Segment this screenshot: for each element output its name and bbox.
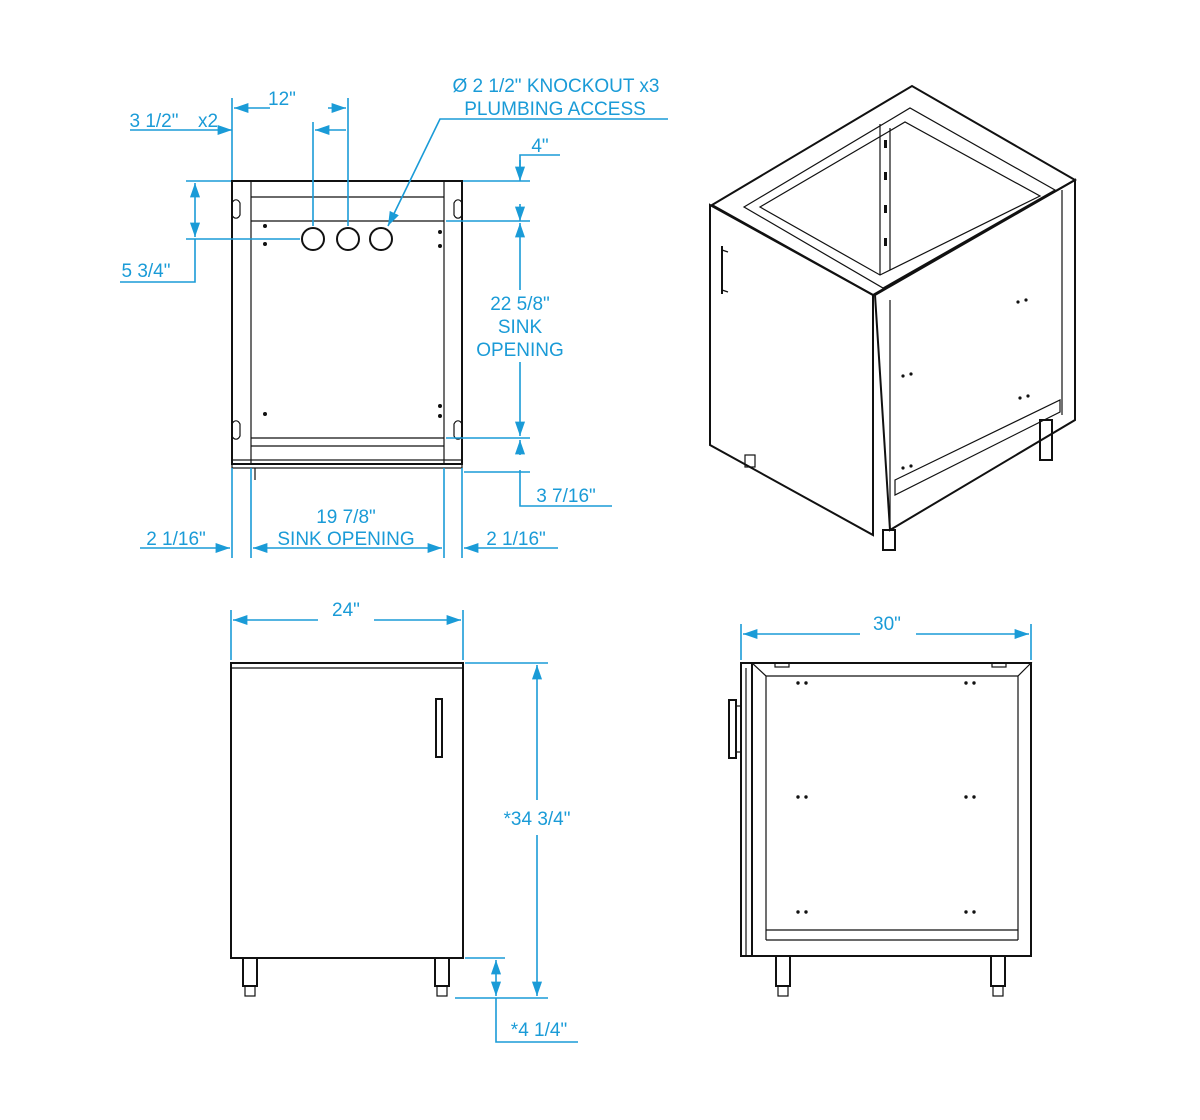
top-view-outline	[231, 180, 463, 465]
dim-label-30: 30"	[873, 614, 901, 635]
knockout-label: Ø 2 1/2" KNOCKOUT x3	[452, 76, 659, 97]
dim-label-19-7-8: 19 7/8"	[316, 507, 376, 528]
front-leg-left	[242, 957, 258, 987]
dim-label-34-3-4: *34 3/4"	[504, 809, 571, 830]
front-handle	[435, 698, 443, 758]
side-handle	[728, 699, 737, 759]
dim-label-4: 4"	[531, 136, 548, 157]
dim-label-sink-opening: SINK OPENING	[277, 529, 414, 550]
dim-label-left-margin: 2 1/16"	[146, 529, 206, 550]
dim-label-5-75: 5 3/4"	[121, 261, 170, 282]
side-leg-right	[990, 955, 1006, 987]
side-view	[728, 662, 1033, 997]
dim-label-4-1-4: *4 1/4"	[511, 1020, 567, 1041]
isometric-view	[709, 84, 1078, 551]
dim-label-opening: OPENING	[476, 340, 564, 361]
iso-door-panel	[709, 203, 874, 537]
knockout-hole-2	[336, 227, 360, 251]
front-view	[230, 662, 464, 997]
side-leg-left	[775, 955, 791, 987]
side-view-labels: 30"	[860, 614, 916, 636]
knockout-hole-1	[301, 227, 325, 251]
front-view-labels: 24" *34 3/4" *4 1/4"	[318, 600, 570, 1041]
knockout-hole-3	[369, 227, 393, 251]
side-view-body	[740, 662, 1032, 957]
dim-label-x2: x2	[198, 111, 218, 132]
dim-label-24: 24"	[332, 600, 360, 621]
dim-label-12: 12"	[268, 89, 296, 110]
dim-label-3-7-16: 3 7/16"	[536, 486, 596, 507]
top-view	[231, 180, 463, 480]
plumbing-access-label: PLUMBING ACCESS	[464, 99, 646, 120]
dim-label-sink: SINK	[498, 317, 543, 338]
dim-label-right-margin: 2 1/16"	[486, 529, 546, 550]
dim-label-3-5: 3 1/2"	[129, 111, 178, 132]
front-view-body	[230, 662, 464, 959]
front-leg-right	[434, 957, 450, 987]
top-view-labels: 12" 3 1/2" x2 Ø 2 1/2" KNOCKOUT x3 PLUMB…	[121, 76, 659, 550]
dim-label-22-5-8: 22 5/8"	[490, 294, 550, 315]
